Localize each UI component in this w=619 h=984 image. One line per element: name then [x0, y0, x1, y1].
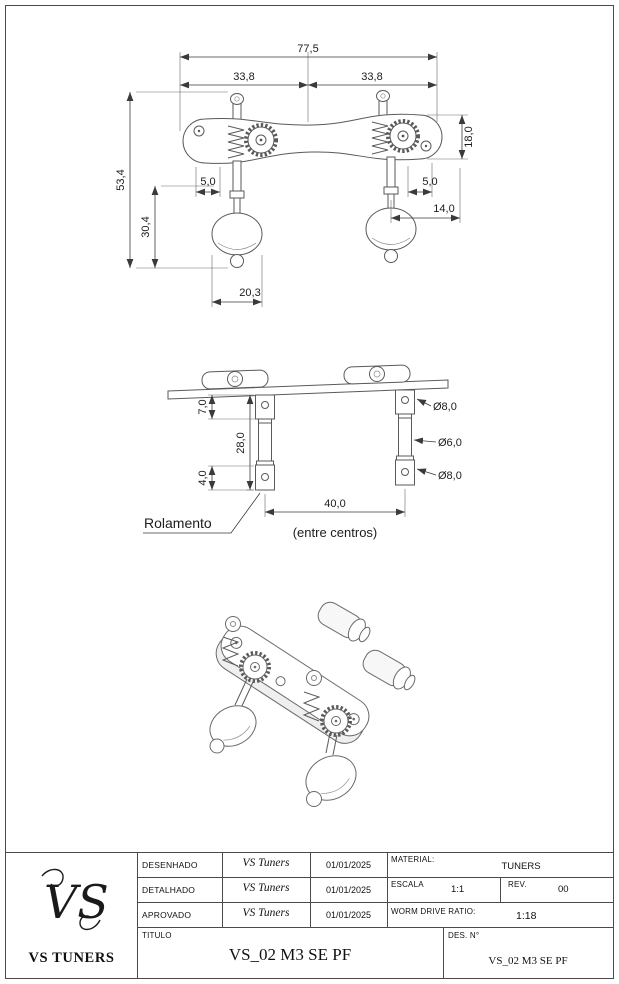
dim-hole-offset-label: 14,0	[433, 203, 454, 215]
escala-value: 1:1	[451, 884, 465, 895]
dim-knob-height: 7,0	[197, 394, 257, 420]
sheet-border-frame	[5, 5, 614, 979]
dia-top-callout: Ø8,0	[416, 398, 457, 413]
dia-bearing-callout: Ø8,0	[416, 468, 462, 482]
dim-bearing-height-label: 4,0	[197, 470, 209, 485]
iso-worm-left	[221, 636, 240, 667]
vs-monogram-logo: VS	[41, 868, 109, 931]
dim-post-length: 28,0	[235, 395, 254, 491]
side-view: 7,0 28,0 4,0 Ø8,0 Ø6,0	[143, 364, 462, 540]
worm-ratio-label: WORM DRIVE RATIO:	[391, 907, 476, 916]
side-button-right	[343, 364, 411, 385]
dim-span-left-label: 33,8	[233, 71, 254, 83]
row-detalhado-date: 01/01/2025	[325, 885, 372, 895]
rev-value: 00	[558, 884, 569, 895]
dim-span-right: 33,8	[308, 71, 437, 89]
rolamento-callout: Rolamento	[143, 492, 261, 534]
string-post-right	[395, 389, 415, 486]
titulo-value: VS_02 M3 SE PF	[228, 945, 352, 964]
monogram-letters: VS	[44, 875, 109, 929]
string-post-left	[255, 394, 275, 491]
top-view: 77,5 33,8 33,8 18,0 53,4	[115, 43, 475, 307]
side-button-left	[201, 369, 269, 390]
dim-center-distance: 40,0 (entre centros)	[264, 489, 406, 540]
iso-knob-left	[225, 616, 241, 632]
row-aprovado-value: VS Tuners	[242, 907, 290, 919]
escala-label: ESCALA	[391, 880, 424, 889]
dim-bearing-height: 4,0	[197, 465, 254, 491]
dim-offset-right-label: 5,0	[422, 176, 437, 188]
material-label: MATERIAL:	[391, 855, 435, 864]
dia-shaft-callout: Ø6,0	[413, 437, 462, 449]
pinion-gear-left	[244, 123, 278, 157]
material-value: TUNERS	[501, 861, 541, 872]
dim-overall-width: 77,5	[179, 43, 438, 131]
iso-knob-right	[306, 670, 322, 686]
tuner-button-left	[211, 212, 263, 268]
logo-name: VS TUNERS	[28, 950, 115, 966]
worm-gear-left	[227, 125, 245, 159]
des-n-label: DES. N°	[448, 931, 480, 940]
dia-top-label: Ø8,0	[433, 401, 457, 413]
dim-total-height: 53,4	[115, 91, 228, 269]
row-aprovado-label: APROVADO	[142, 910, 192, 920]
row-detalhado-value: VS Tuners	[242, 882, 290, 894]
dim-center-distance-label: 40,0	[324, 498, 345, 510]
worm-gear-right	[371, 121, 389, 155]
dim-offset-left-label: 5,0	[200, 176, 215, 188]
technical-drawing: 77,5 33,8 33,8 18,0 53,4	[115, 43, 475, 807]
dim-span-right-label: 33,8	[361, 71, 382, 83]
titulo-label: TITULO	[142, 931, 172, 940]
dim-button-width: 20,3	[211, 255, 263, 307]
dim-knob-height-label: 7,0	[197, 399, 209, 414]
dim-span-left: 33,8	[180, 71, 308, 89]
dia-shaft-label: Ø6,0	[438, 437, 462, 449]
iso-button-left	[209, 678, 257, 754]
dim-post-length-label: 28,0	[235, 432, 247, 453]
dim-offset-right: 5,0	[407, 163, 438, 197]
pinion-gear-right	[386, 119, 420, 153]
dim-offset-left: 5,0	[195, 167, 221, 197]
row-detalhado-label: DETALHADO	[142, 885, 196, 895]
iso-button-right	[305, 732, 357, 807]
button-stem-left	[229, 160, 245, 215]
dim-overall-width-label: 77,5	[297, 43, 318, 55]
dim-hole-offset: 14,0	[390, 168, 461, 223]
plate-mount-hole-right	[420, 140, 432, 152]
dia-bearing-label: Ø8,0	[438, 470, 462, 482]
tuner-plate	[182, 113, 443, 164]
row-aprovado-date: 01/01/2025	[325, 910, 372, 920]
dim-button-drop-label: 30,4	[140, 216, 152, 237]
dim-plate-height-label: 18,0	[463, 126, 475, 147]
rev-label: REV.	[508, 880, 527, 889]
rolamento-label: Rolamento	[144, 515, 212, 531]
dim-plate-height: 18,0	[427, 114, 475, 160]
row-desenhado-date: 01/01/2025	[325, 860, 372, 870]
iso-worm-right	[302, 691, 321, 722]
iso-string-post-top	[317, 601, 371, 643]
iso-string-post-bottom	[362, 649, 416, 691]
des-n-value: VS_02 M3 SE PF	[488, 955, 568, 967]
dim-button-drop: 30,4	[140, 185, 214, 268]
entre-centros-label: (entre centros)	[293, 525, 378, 540]
dim-total-height-label: 53,4	[115, 169, 127, 190]
worm-ratio-value: 1:18	[516, 910, 537, 922]
title-block: VS VS TUNERS DESENHADO VS Tuners 01/01/2…	[6, 852, 613, 978]
row-desenhado-label: DESENHADO	[142, 860, 198, 870]
row-desenhado-value: VS Tuners	[242, 857, 290, 869]
iso-gear-right	[320, 705, 352, 737]
iso-view	[209, 601, 416, 807]
dim-button-width-label: 20,3	[239, 287, 260, 299]
plate-mount-hole-left	[193, 125, 205, 137]
iso-gear-left	[239, 651, 271, 683]
